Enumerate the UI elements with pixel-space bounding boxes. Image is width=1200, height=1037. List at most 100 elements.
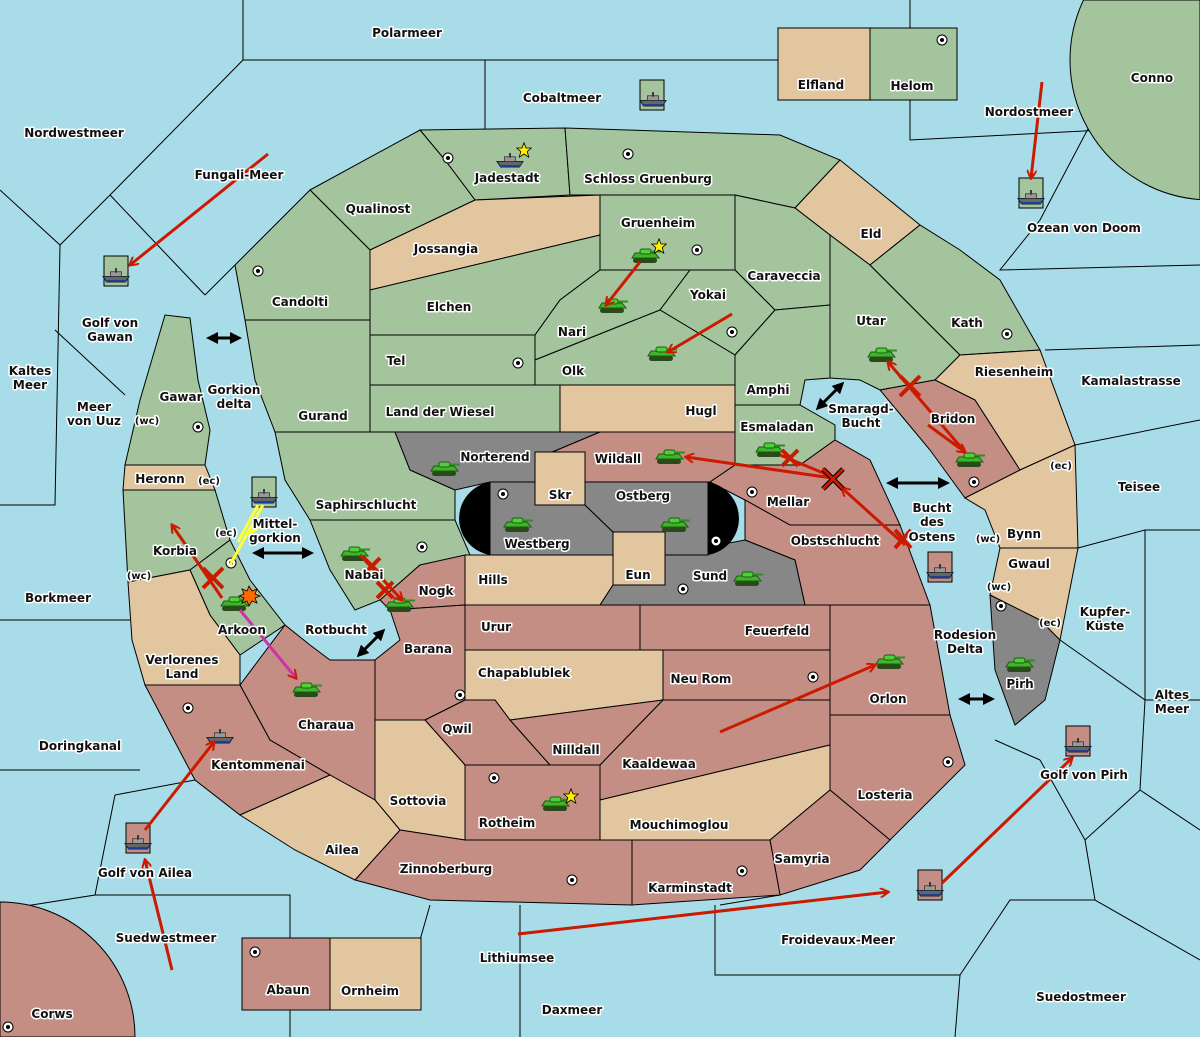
orders: [130, 81, 1072, 971]
region-verlorenes-land[interactable]: [127, 569, 241, 686]
region-ailea[interactable]: [238, 774, 401, 881]
label-gawar: Gawar: [159, 390, 202, 404]
label-froidevaux: Froidevaux-Meer: [781, 933, 895, 947]
region-ornheim[interactable]: [329, 937, 422, 1011]
region-bridon[interactable]: [879, 379, 1021, 499]
label-skr: Skr: [549, 488, 572, 502]
supply-center-icon: [512, 357, 524, 369]
supply-center-icon: [942, 756, 954, 768]
label-bucht-des-ostens: Ostens: [909, 530, 956, 544]
region-skr[interactable]: [534, 451, 586, 506]
dislodge-x-icon: [821, 467, 845, 491]
region-helom[interactable]: [869, 27, 958, 101]
region-eun[interactable]: [612, 531, 666, 586]
label-nari: Nari: [558, 325, 586, 339]
region-losteria[interactable]: [829, 714, 966, 841]
label-kamalastrasse: Kamalastrasse: [1081, 374, 1181, 388]
label-jossangia: Jossangia: [413, 242, 478, 256]
label-suedostmeer: Suedostmeer: [1036, 990, 1126, 1004]
label-karminstadt: Karminstadt: [648, 881, 732, 895]
label-hugl: Hugl: [685, 404, 716, 418]
region-corws[interactable]: [0, 901, 136, 1037]
label-esmaladan: Esmaladan: [740, 420, 813, 434]
label-coast-ec: (ec): [198, 476, 220, 487]
order-arrow: [686, 457, 833, 480]
region-elfland[interactable]: [777, 27, 871, 101]
label-golf-gawan: Gawan: [87, 330, 133, 344]
label-chapablublek: Chapablublek: [478, 666, 571, 680]
label-rotheim: Rotheim: [479, 816, 536, 830]
label-eun: Eun: [625, 568, 650, 582]
supply-center-icon: [807, 671, 819, 683]
label-arkoon: Arkoon: [218, 623, 266, 637]
region-karminstadt[interactable]: [631, 839, 781, 906]
label-mouchimoglou: Mouchimoglou: [630, 818, 729, 832]
label-nordostmeer: Nordostmeer: [985, 105, 1074, 119]
order-arrow: [927, 423, 965, 452]
label-abaun: Abaun: [266, 983, 309, 997]
label-verlorenes-land: Verlorenes: [146, 653, 219, 667]
supply-center-icon: [2, 1021, 14, 1033]
order-arrow: [1031, 81, 1044, 178]
supply-center-icon: [691, 244, 703, 256]
label-nilldall: Nilldall: [552, 743, 599, 757]
label-utar: Utar: [856, 314, 886, 328]
label-ailea: Ailea: [325, 843, 359, 857]
label-nabai: Nabai: [345, 568, 384, 582]
order-arrow: [668, 312, 733, 352]
label-kaltes-meer: Kaltes: [9, 364, 52, 378]
region-gruenheim[interactable]: [599, 194, 736, 271]
label-verlorenes-land: Land: [166, 667, 199, 681]
label-golf-gawan: Golf von: [82, 316, 138, 330]
supply-center-icon: [192, 421, 204, 433]
label-bucht-des-ostens: Bucht: [912, 501, 951, 515]
label-coast-wc: (wc): [987, 582, 1011, 593]
label-riesenheim: Riesenheim: [975, 365, 1054, 379]
supply-center-icon: [182, 702, 194, 714]
label-korbia: Korbia: [153, 544, 197, 558]
label-altes-meer: Meer: [1155, 702, 1189, 716]
label-neu-rom: Neu Rom: [671, 672, 732, 686]
region-conno[interactable]: [1069, 0, 1200, 201]
label-bynn: Bynn: [1007, 527, 1041, 541]
supply-center-icon: [442, 152, 454, 164]
supply-center-icon: [995, 600, 1007, 612]
label-coast-wc: (wc): [127, 571, 151, 582]
order-arrow: [145, 860, 174, 971]
label-olk: Olk: [562, 364, 585, 378]
label-saphirschlucht: Saphirschlucht: [316, 498, 417, 512]
supply-center-icon: [454, 689, 466, 701]
label-wildall: Wildall: [595, 452, 641, 466]
label-fungali: Fungali-Meer: [195, 168, 284, 182]
label-tel: Tel: [387, 354, 406, 368]
label-mittelgorkion: gorkion: [249, 531, 301, 545]
label-bucht-des-ostens: des: [920, 515, 944, 529]
connection-arrow: [356, 628, 386, 658]
region-west-end: [459, 482, 490, 555]
label-mellar: Mellar: [767, 495, 809, 509]
label-eld: Eld: [861, 227, 882, 241]
label-obstschlucht: Obstschlucht: [791, 534, 880, 548]
label-daxmeer: Daxmeer: [542, 1003, 603, 1017]
label-candolti: Candolti: [272, 295, 328, 309]
supply-center-icon: [566, 874, 578, 886]
supply-center-icon: [416, 541, 428, 553]
label-mittelgorkion: Mittel-: [253, 517, 298, 531]
region-candolti[interactable]: [234, 189, 371, 321]
label-meer-von-uuz: von Uuz: [67, 414, 121, 428]
order-arrow: [940, 758, 1072, 885]
supply-center-icon: [497, 488, 509, 500]
label-amphi: Amphi: [746, 383, 789, 397]
label-conno: Conno: [1131, 71, 1173, 85]
supply-center-icon: [622, 148, 634, 160]
order-arrow: [719, 665, 875, 734]
label-kaltes-meer: Meer: [13, 378, 47, 392]
label-nogk: Nogk: [419, 584, 455, 598]
label-kentommenai: Kentommenai: [211, 758, 305, 772]
label-kupfer-kueste: Küste: [1086, 619, 1125, 633]
label-kupfer-kueste: Kupfer-: [1080, 605, 1130, 619]
label-doringkanal: Doringkanal: [39, 739, 121, 753]
label-rotbucht: Rotbucht: [305, 623, 367, 637]
label-smaragd-bucht: Smaragd-: [828, 402, 893, 416]
